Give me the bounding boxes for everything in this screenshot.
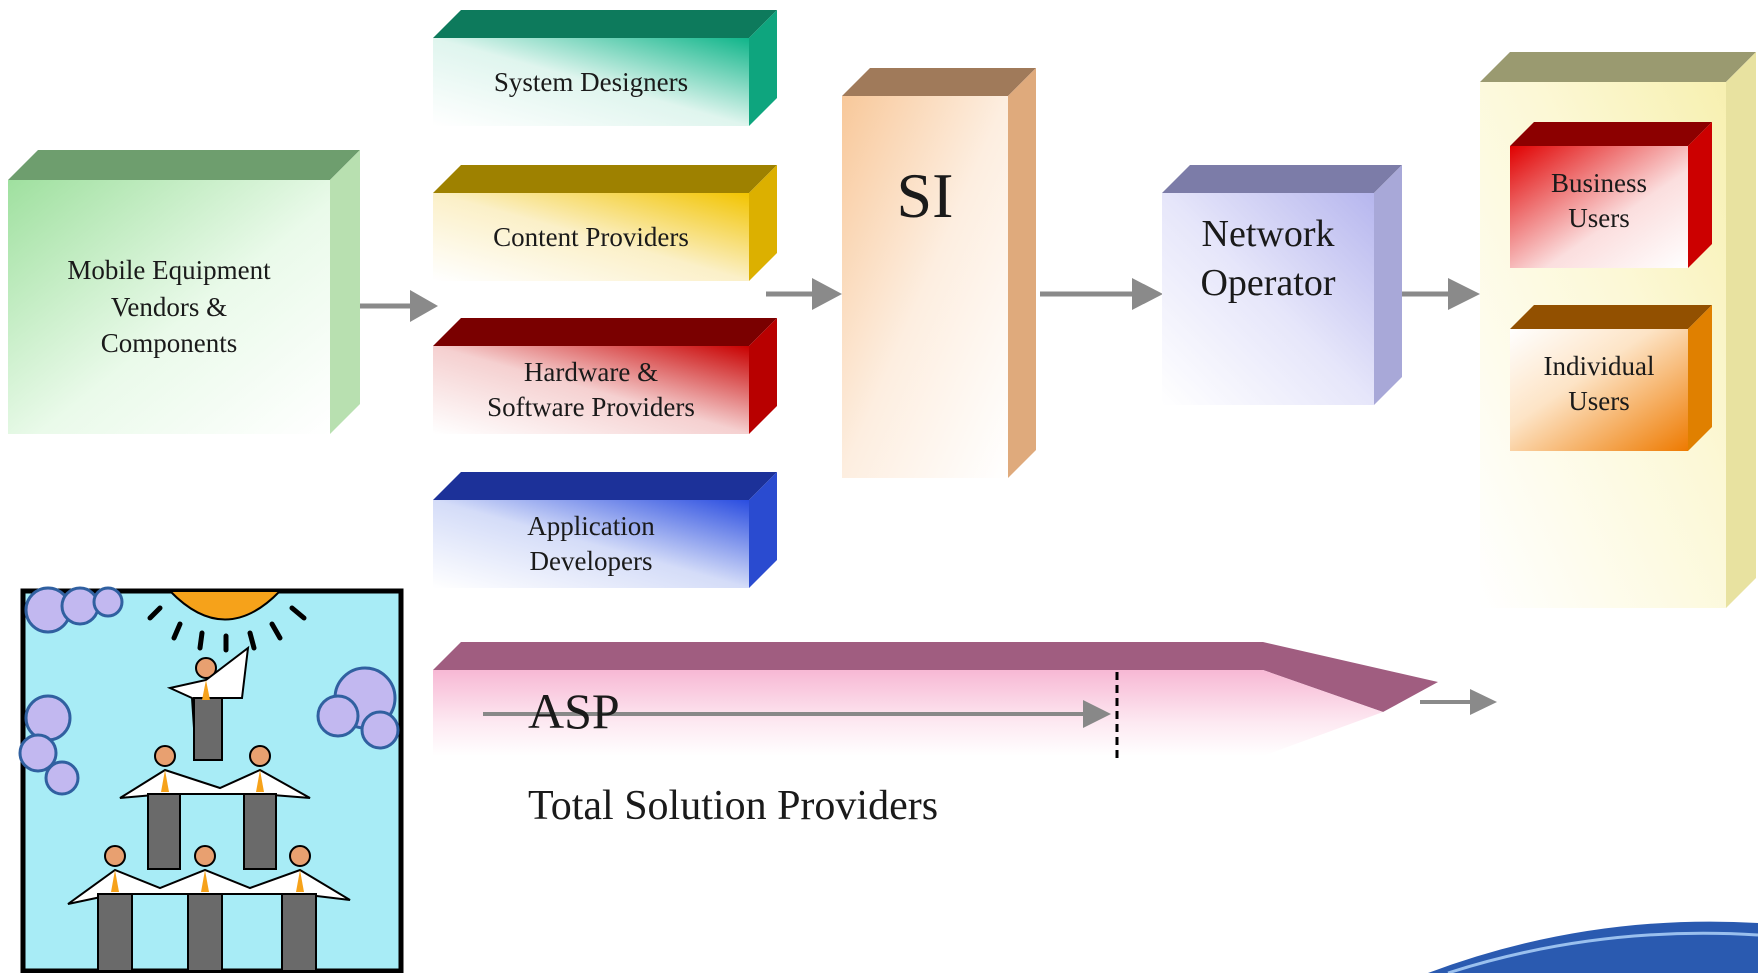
asp-caption: Total Solution Providers — [528, 783, 939, 829]
network-operator-box: Network Operator — [1162, 165, 1402, 405]
system-designers-label: System Designers — [493, 66, 689, 97]
business-users-line2: Users — [1568, 203, 1630, 233]
business-users-line1: Business — [1550, 167, 1648, 198]
mobile-box-line3: Components — [100, 328, 238, 359]
asp-bar: ASP — [433, 642, 1443, 760]
content-providers-label: Content Providers — [493, 221, 689, 252]
hardware-software-line1: Hardware & — [523, 356, 659, 387]
application-developers-box: Application Developers — [433, 472, 777, 588]
individual-users-line2: Users — [1568, 386, 1630, 416]
hardware-software-providers-box: Hardware & Software Providers — [433, 318, 777, 434]
decorative-swoosh — [1428, 921, 1758, 973]
individual-users-box: Individual Users — [1510, 305, 1712, 451]
mobile-box-line2: Vendors & — [110, 291, 228, 322]
asp-label: ASP — [528, 683, 620, 739]
teamwork-human-pyramid-clipart — [18, 586, 405, 973]
network-operator-line1: Network — [1201, 212, 1335, 255]
system-designers-box: System Designers — [433, 10, 777, 126]
individual-users-line1: Individual — [1543, 350, 1655, 381]
si-box: SI — [842, 68, 1036, 478]
mobile-equipment-box: Mobile Equipment Vendors & Components — [8, 150, 360, 434]
application-developers-line1: Application — [527, 510, 655, 541]
content-providers-box: Content Providers — [433, 165, 777, 281]
mobile-box-line1: Mobile Equipment — [67, 255, 271, 286]
network-operator-line2: Operator — [1200, 262, 1336, 304]
si-label: SI — [896, 160, 954, 231]
application-developers-line2: Developers — [529, 546, 653, 576]
business-users-box: Business Users — [1510, 122, 1712, 268]
hardware-software-line2: Software Providers — [487, 392, 695, 422]
